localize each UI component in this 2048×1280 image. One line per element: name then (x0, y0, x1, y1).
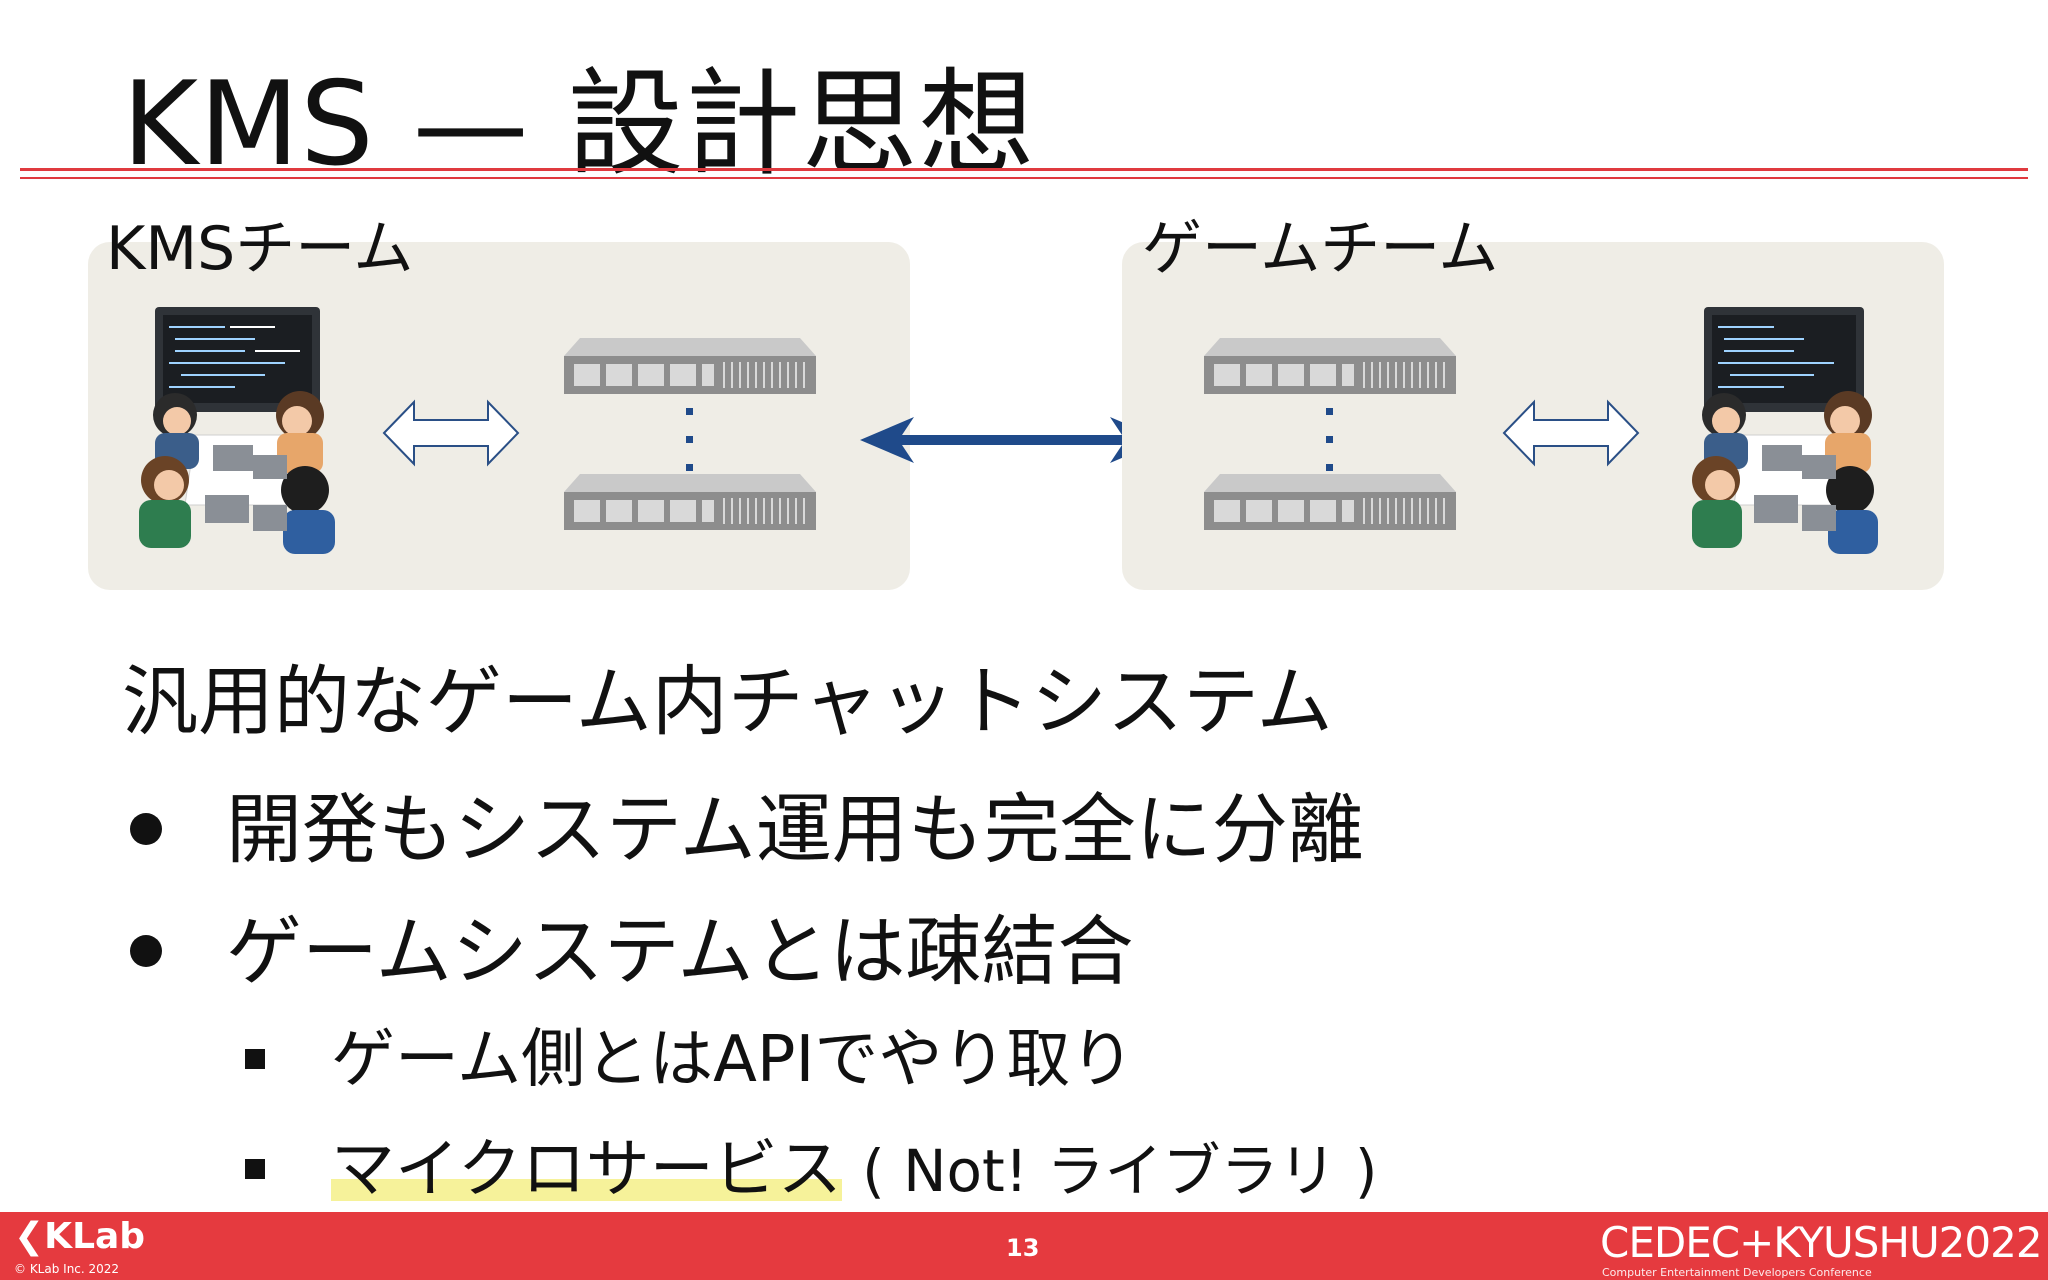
sub-bullet-item: ゲーム側とはAPIでやり取り (245, 1008, 1134, 1100)
page-number: 13 (1006, 1234, 1040, 1262)
klab-k-icon: ❮ (14, 1216, 45, 1257)
bullet-dot (130, 935, 162, 967)
bullet-text: ゲームシステムとは疎結合 (226, 907, 1134, 996)
sub-bullet-item: マイクロサービス ( Not! ライブラリ ) (245, 1118, 1378, 1210)
kms-team-label: KMSチーム (106, 214, 414, 284)
double-arrow-outline-left (382, 399, 520, 467)
title-underline (20, 168, 2028, 171)
highlighted-term: マイクロサービス (331, 1133, 842, 1207)
team-meeting-illustration-right (1692, 307, 1878, 554)
double-arrow-solid-center (860, 417, 1164, 463)
sub-bullet-text: ゲーム側とはAPIでやり取り (331, 1023, 1135, 1097)
main-statement: 汎用的なゲーム内チャットシステム (122, 657, 1333, 746)
game-team-label: ゲームチーム (1142, 214, 1499, 284)
double-arrow-outline-right (1502, 399, 1640, 467)
sub-bullet-square (245, 1049, 265, 1070)
bullet-dot (130, 813, 162, 845)
slide-title: KMS — 設計思想 (122, 57, 1036, 192)
sub-bullet-note: ( Not! ライブラリ ) (862, 1137, 1378, 1205)
footer-bar: ❮KLab © KLab Inc. 2022 13 CEDEC+KYUSHU20… (0, 1212, 2048, 1280)
cedec-tagline: Computer Entertainment Developers Confer… (1602, 1266, 1872, 1279)
klab-logo: ❮KLab (14, 1216, 146, 1257)
cedec-kyushu-logo: CEDEC+KYUSHU2022 (1600, 1218, 2043, 1267)
team-meeting-illustration-left (139, 307, 335, 554)
bullet-item: 開発もシステム運用も完全に分離 (130, 768, 1364, 878)
sub-bullet-square (245, 1159, 265, 1180)
server-stack-left (564, 338, 816, 530)
copyright-text: © KLab Inc. 2022 (14, 1262, 120, 1276)
title-underline-thin (20, 177, 2028, 179)
server-stack-right (1204, 338, 1456, 530)
bullet-text: 開発もシステム運用も完全に分離 (226, 785, 1364, 874)
bullet-item: ゲームシステムとは疎結合 (130, 890, 1133, 1000)
